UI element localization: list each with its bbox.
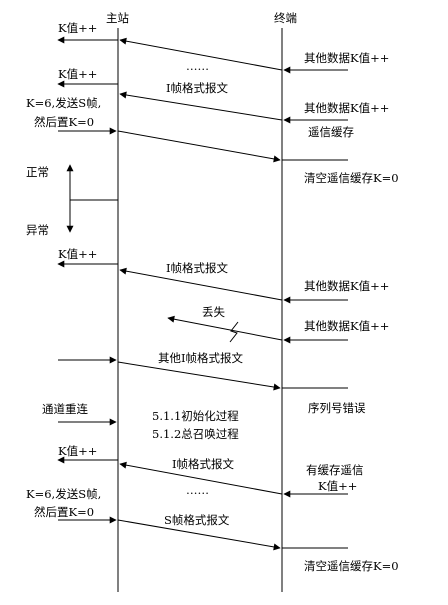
master-station-header: 主站 [106, 11, 129, 25]
send-s-frame-label-1: K=6,发送S帧, [26, 96, 101, 110]
sequence-error-label: 序列号错误 [308, 401, 366, 415]
other-data-label-1: 其他数据K值++ [304, 51, 389, 65]
other-data-label-3: 其他数据K值++ [304, 279, 389, 293]
i-frame-label-2: I帧格式报文 [166, 261, 229, 275]
k-increment-label-2: K值++ [58, 67, 97, 81]
other-i-frame-label: 其他I帧格式报文 [158, 351, 244, 365]
general-call-label: 5.1.2总召唤过程 [152, 427, 239, 441]
ellipsis-label-2: …… [186, 483, 209, 497]
other-data-label-4: 其他数据K值++ [304, 319, 389, 333]
init-process-label: 5.1.1初始化过程 [152, 409, 239, 423]
remote-signal-cache-label: 遥信缓存 [308, 125, 354, 139]
i-frame-arrow-1 [119, 91, 283, 121]
lost-frame-arrow [167, 315, 283, 341]
s-frame-arrow-1 [117, 130, 281, 163]
clear-cache-label-2: 清空遥信缓存K=0 [304, 559, 399, 573]
s-frame-label: S帧格式报文 [164, 513, 230, 527]
s-frame-arrow-2 [117, 519, 281, 551]
terminal-header: 终端 [274, 11, 297, 25]
send-s-frame-label-2: K=6,发送S帧, [26, 487, 101, 501]
lightning-break-icon [229, 321, 239, 343]
channel-reconnect-label: 通道重连 [42, 402, 88, 416]
i-frame-arrow-2 [119, 267, 283, 301]
normal-state-label: 正常 [26, 165, 49, 179]
k-increment-label-5: K值++ [318, 479, 357, 493]
clear-cache-label-1: 清空遥信缓存K=0 [304, 171, 399, 185]
data-arrow-1 [119, 37, 283, 71]
i-frame-arrow-3 [117, 361, 281, 391]
i-frame-label-3: I帧格式报文 [172, 457, 235, 471]
i-frame-label-1: I帧格式报文 [166, 81, 229, 95]
k-increment-label-3: K值++ [58, 247, 97, 261]
i-frame-arrow-4 [119, 461, 283, 495]
other-data-label-2: 其他数据K值++ [304, 101, 389, 115]
reset-k-label-1: 然后置K=0 [34, 115, 94, 129]
ellipsis-label-1: …… [186, 59, 209, 73]
lost-label: 丢失 [202, 305, 225, 319]
cached-signal-label: 有缓存遥信 [306, 463, 364, 477]
abnormal-state-label: 异常 [26, 223, 49, 237]
reset-k-label-2: 然后置K=0 [34, 505, 94, 519]
k-increment-label-1: K值++ [58, 21, 97, 35]
k-increment-label-4: K值++ [58, 444, 97, 458]
